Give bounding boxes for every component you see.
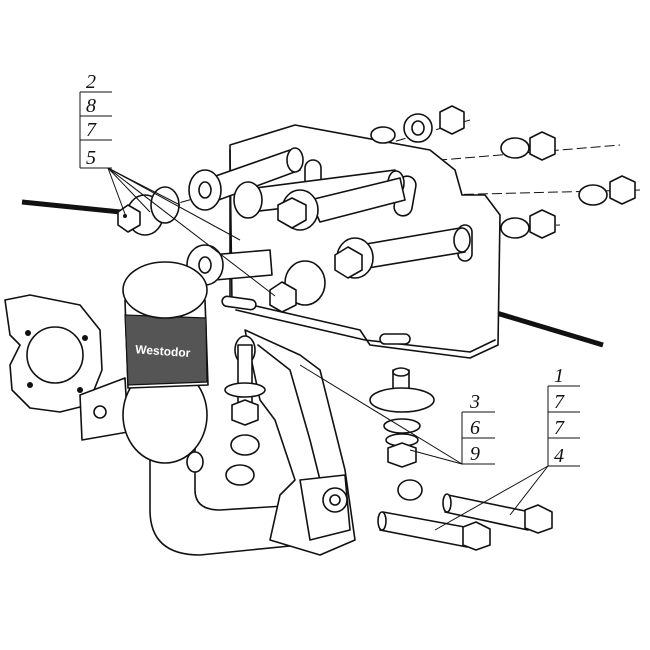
long-bolt-1 (442, 493, 553, 534)
long-bolt-2 (377, 511, 491, 551)
callout-right-1: 7 (554, 391, 565, 413)
socket-bracket (4, 294, 129, 441)
sleeve-bolt-3 (277, 177, 406, 231)
vertical-bolt-right (369, 367, 435, 501)
callout-mid-1: 6 (470, 417, 480, 439)
callout-left-0: 2 (86, 71, 96, 93)
brand-label: Westodor (135, 342, 191, 360)
vertical-bolt-left (224, 344, 266, 426)
callout-right-0: 1 (554, 365, 564, 387)
callout-right-2: 7 (554, 417, 565, 439)
tow-ball: Westodor (122, 261, 301, 556)
callout-mid-0: 3 (469, 391, 480, 413)
sleeve-bolt-1 (188, 147, 304, 211)
sleeve-bolt-5 (334, 227, 471, 279)
hitch-frame (186, 329, 356, 556)
leader-lines-right (434, 385, 580, 531)
sleeve-bolt-6 (269, 260, 326, 313)
nuts-washers-right (370, 105, 636, 239)
leader-lines-mid (299, 364, 495, 465)
callout-right-3: 4 (554, 445, 564, 467)
callout-left-3: 5 (86, 147, 96, 169)
leader-lines-left (79, 91, 276, 297)
callout-mid-2: 9 (470, 443, 480, 465)
callout-left-2: 7 (86, 119, 97, 141)
callout-left-1: 8 (86, 95, 96, 117)
bolt-stack-left (117, 186, 180, 236)
